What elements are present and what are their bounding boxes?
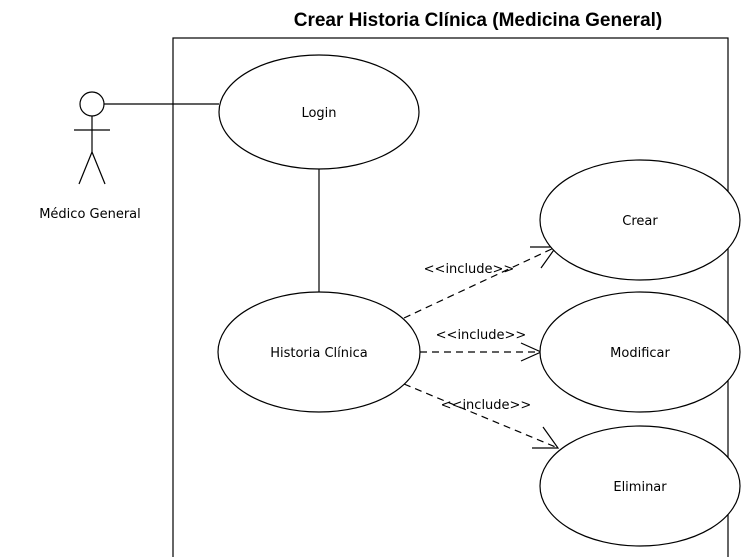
use-case-crear-shape <box>539 159 741 281</box>
include-edge-eliminar <box>403 383 559 449</box>
use-case-crear-label: Crear <box>622 214 658 229</box>
include-edge-crear <box>403 246 557 319</box>
actor-right-leg <box>91 151 106 185</box>
actor-label: Médico General <box>39 207 141 222</box>
use-case-historia-clinica: Historia Clínica <box>217 291 421 413</box>
use-case-eliminar-shape <box>539 425 741 547</box>
diagram-title: Crear Historia Clínica (Medicina General… <box>294 10 663 31</box>
use-case-login-label: Login <box>301 106 336 121</box>
actor-head <box>79 91 105 117</box>
use-case-crear: Crear <box>539 159 741 281</box>
include-arrowhead-crear <box>530 246 558 269</box>
use-case-login-shape <box>218 54 420 170</box>
actor-left-leg <box>78 151 93 185</box>
system-boundary <box>172 37 729 557</box>
use-case-eliminar: Eliminar <box>539 425 741 547</box>
actor-medico-general: Médico General <box>39 91 141 222</box>
include-arrowhead-eliminar <box>532 426 560 449</box>
include-label-modificar: <<include>> <box>436 328 527 343</box>
include-label-eliminar: <<include>> <box>441 398 532 413</box>
use-case-historia-shape <box>217 291 421 413</box>
use-case-modificar: Modificar <box>539 291 741 413</box>
use-case-historia-label: Historia Clínica <box>270 346 368 361</box>
use-case-modificar-label: Modificar <box>610 346 670 361</box>
include-label-crear: <<include>> <box>424 262 515 277</box>
use-case-login: Login <box>218 54 420 170</box>
use-case-modificar-shape <box>539 291 741 413</box>
use-case-eliminar-label: Eliminar <box>613 480 667 495</box>
